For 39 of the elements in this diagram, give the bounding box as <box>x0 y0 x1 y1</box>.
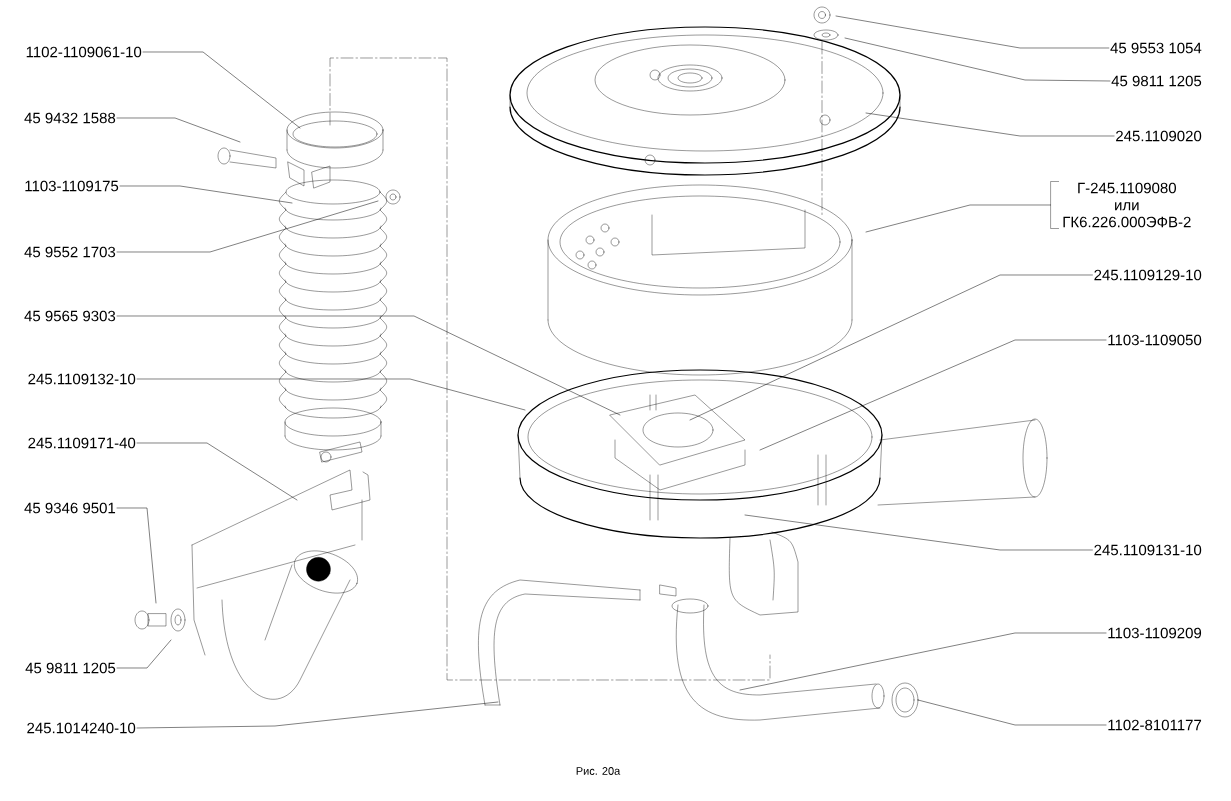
part-number: 1102-1109061-10 <box>26 46 142 58</box>
part-number: 245.1109171-40 <box>28 437 136 449</box>
leader-line <box>917 699 1107 726</box>
part-number: 45 9432 1588 <box>24 112 116 124</box>
part-number: 45 9811 1205 <box>25 662 116 674</box>
part-number: 1103-1109175 <box>25 180 119 192</box>
part-number: 1103-1109209 <box>1108 627 1202 639</box>
part-number: 45 9553 1054 <box>1110 42 1202 54</box>
leader-line <box>136 378 526 411</box>
part-number: 245.1014240-10 <box>27 722 136 734</box>
part-number: 45 9811 1205 <box>1111 75 1202 87</box>
leader-line <box>844 37 1111 82</box>
leader-line <box>759 339 1107 451</box>
leader-line <box>116 315 621 416</box>
leader-line <box>865 112 1115 137</box>
leader-line <box>116 117 241 143</box>
leader-line <box>136 701 499 729</box>
part-number: 45 9346 9501 <box>24 502 116 514</box>
leader-line <box>739 632 1107 691</box>
leader-line <box>744 514 1093 551</box>
part-number: 1103-1109050 <box>1108 334 1202 346</box>
part-number: 245.1109132-10 <box>28 373 136 385</box>
figure-caption: Рис. 20а <box>576 767 621 775</box>
leader-line <box>142 51 301 129</box>
leader-line <box>116 639 172 669</box>
leader-line <box>865 204 1051 233</box>
leader-line <box>116 200 379 253</box>
leader-line <box>136 442 298 501</box>
leader-line <box>689 274 1093 421</box>
part-number: 245.1109020 <box>1116 130 1202 142</box>
part-number: 1102-8101177 <box>1108 719 1202 731</box>
leader-line <box>119 185 293 204</box>
part-number: 45 9552 1703 <box>24 246 116 258</box>
part-number: 245.1109129-10 <box>1094 269 1202 281</box>
part-number: Г-245.1109080 или ГК6.226.000ЭФВ-2 <box>1063 182 1191 228</box>
part-number: 45 9565 9303 <box>24 310 116 322</box>
leader-line <box>116 507 157 604</box>
leader-line <box>835 15 1110 49</box>
part-number: 245.1109131-10 <box>1094 544 1202 556</box>
